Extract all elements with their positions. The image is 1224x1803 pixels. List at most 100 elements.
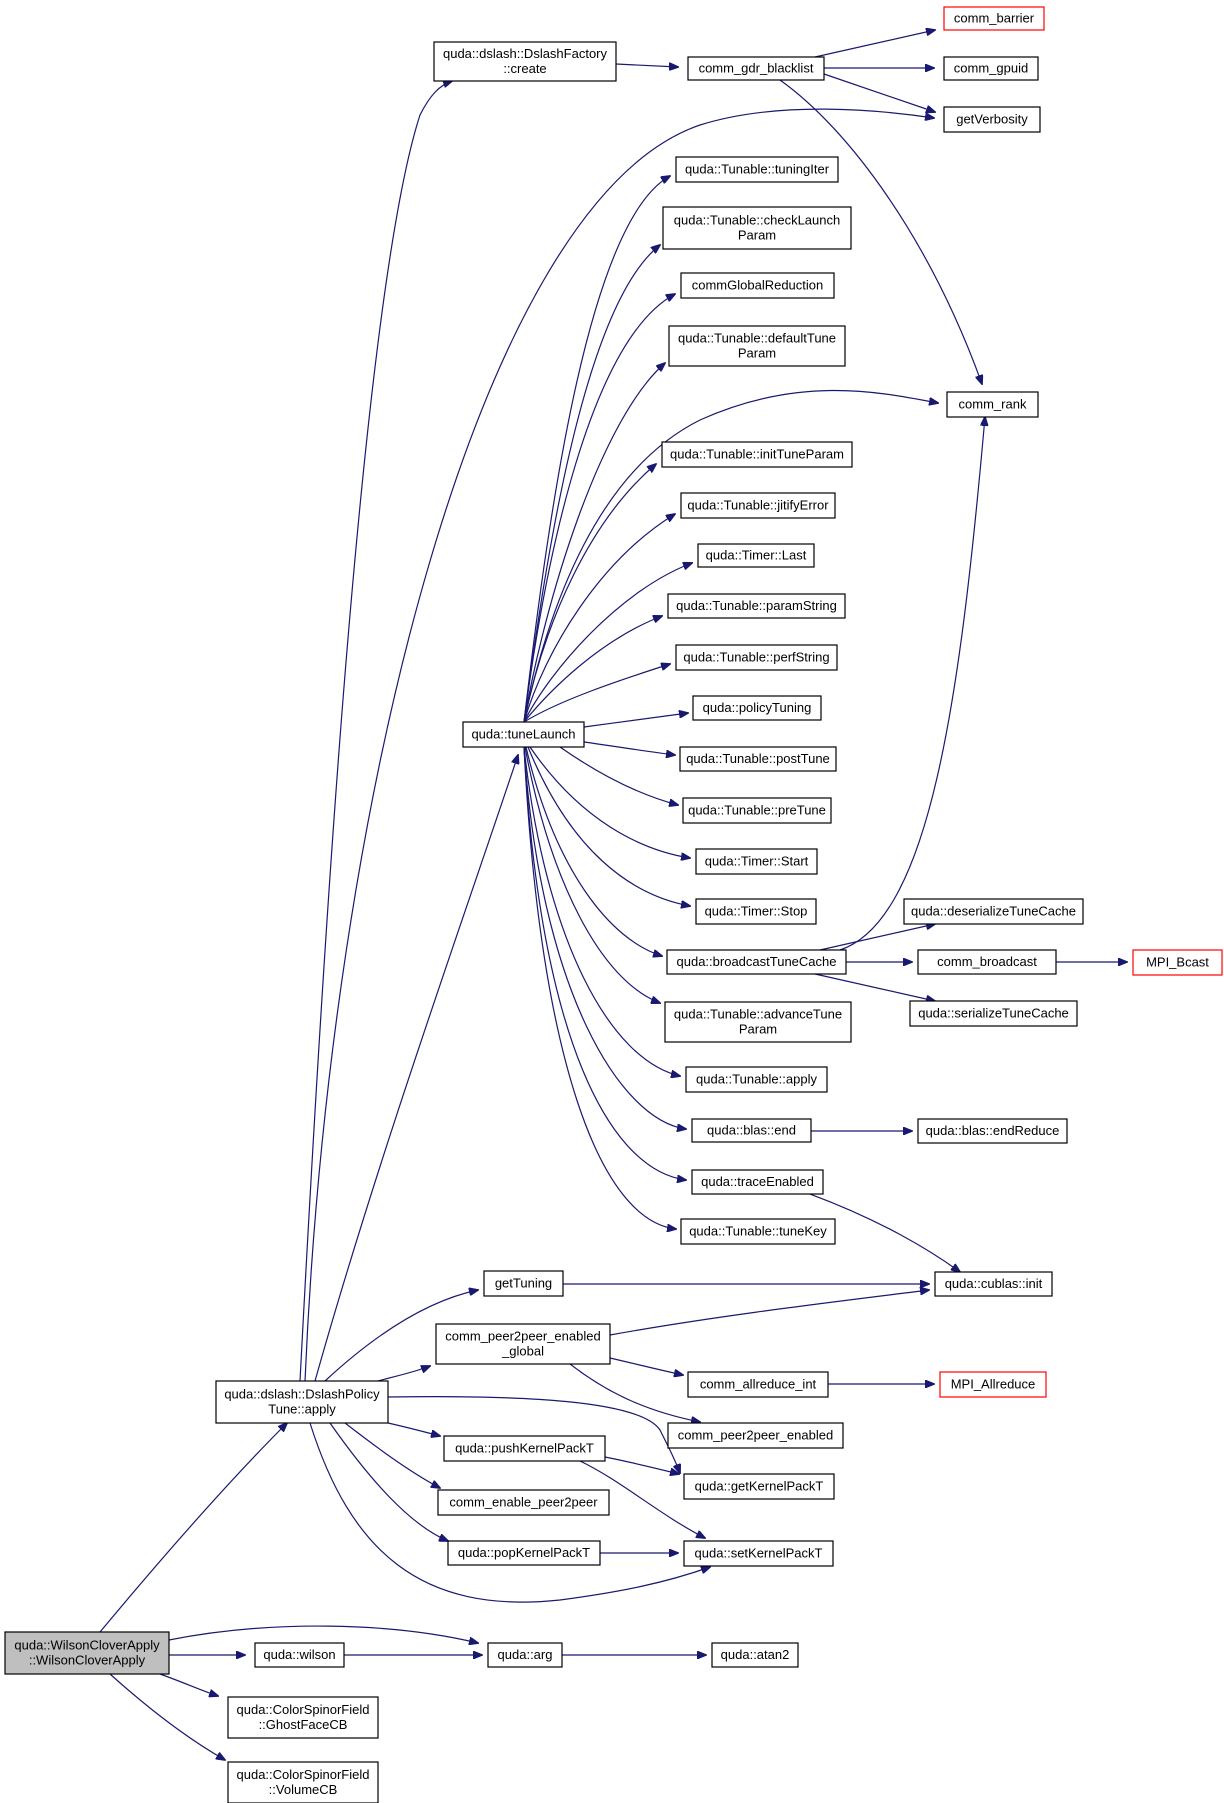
- node-p2p_enabled[interactable]: comm_peer2peer_enabled: [667, 1422, 844, 1449]
- node-label: comm_broadcast: [937, 954, 1037, 969]
- edge-broadcastTuneCache-to-deserializeTuneCache: [819, 924, 935, 951]
- node-label: quda::Tunable::defaultTune: [678, 331, 836, 346]
- node-getTuning[interactable]: getTuning: [483, 1270, 564, 1297]
- node-postTune[interactable]: quda::Tunable::postTune: [679, 746, 837, 772]
- edge-pushKernelPackT-to-setKernelPackT: [579, 1460, 705, 1538]
- node-preTune[interactable]: quda::Tunable::preTune: [682, 797, 832, 824]
- edge-policy_apply-to-comm_enable_p2p: [344, 1422, 440, 1488]
- node-dslash_create[interactable]: quda::dslash::DslashFactory::create: [433, 41, 617, 82]
- edge-tuneLaunch-to-perfString: [523, 664, 670, 723]
- node-MPI_Bcast[interactable]: MPI_Bcast: [1132, 949, 1223, 976]
- node-label: quda::ColorSpinorField: [237, 1702, 370, 1717]
- node-broadcastTuneCache[interactable]: quda::broadcastTuneCache: [666, 949, 847, 975]
- node-setKernelPackT[interactable]: quda::setKernelPackT: [683, 1540, 834, 1567]
- node-comm_broadcast[interactable]: comm_broadcast: [917, 949, 1057, 975]
- node-traceEnabled[interactable]: quda::traceEnabled: [691, 1169, 824, 1195]
- node-perfString[interactable]: quda::Tunable::perfString: [675, 644, 838, 671]
- node-box: [447, 1540, 601, 1566]
- node-label: quda::Timer::Stop: [705, 904, 808, 919]
- node-label: quda::Tunable::preTune: [688, 803, 826, 818]
- edge-policy_apply-to-pushKernelPackT: [387, 1422, 440, 1436]
- node-commGlobalReduction[interactable]: commGlobalReduction: [680, 272, 835, 299]
- node-quda_wilson[interactable]: quda::wilson: [254, 1642, 345, 1668]
- node-endReduce[interactable]: quda::blas::endReduce: [917, 1118, 1068, 1144]
- node-label: quda::serializeTuneCache: [918, 1006, 1069, 1021]
- edge-root-to-volumeCB: [109, 1673, 225, 1760]
- node-comm_gpuid[interactable]: comm_gpuid: [943, 56, 1039, 81]
- node-label: quda::wilson: [263, 1647, 335, 1662]
- node-jitifyError[interactable]: quda::Tunable::jitifyError: [680, 492, 836, 519]
- node-box: [687, 56, 825, 81]
- edge-p2p_global-to-p2p_enabled: [569, 1363, 700, 1422]
- edge-broadcastTuneCache-to-comm_rank: [839, 417, 985, 951]
- node-box: [680, 1218, 836, 1245]
- edge-policy_apply-to-getVerbosity: [304, 108, 934, 1382]
- edge-root-to-policy_apply: [99, 1423, 287, 1633]
- node-tuneKey[interactable]: quda::Tunable::tuneKey: [680, 1218, 836, 1245]
- node-tuneLaunch[interactable]: quda::tuneLaunch: [462, 721, 585, 748]
- node-pushKernelPackT[interactable]: quda::pushKernelPackT: [443, 1435, 606, 1462]
- node-popKernelPackT[interactable]: quda::popKernelPackT: [447, 1540, 601, 1566]
- node-box: [682, 797, 832, 824]
- node-tunable_apply[interactable]: quda::Tunable::apply: [685, 1066, 828, 1093]
- node-policyTuning[interactable]: quda::policyTuning: [692, 695, 822, 721]
- node-serializeTuneCache[interactable]: quda::serializeTuneCache: [909, 1000, 1078, 1027]
- node-p2p_global[interactable]: comm_peer2peer_enabled_global: [435, 1323, 611, 1365]
- node-box: [4, 1631, 170, 1675]
- node-label: quda::ColorSpinorField: [237, 1767, 370, 1782]
- node-box: [680, 272, 835, 299]
- node-timer_stop[interactable]: quda::Timer::Stop: [695, 898, 817, 925]
- node-paramString[interactable]: quda::Tunable::paramString: [667, 593, 846, 619]
- node-comm_allreduce_int[interactable]: comm_allreduce_int: [687, 1371, 829, 1398]
- nodes-layer: quda::WilsonCloverApply::WilsonCloverApp…: [4, 6, 1223, 1803]
- node-comm_barrier[interactable]: comm_barrier: [943, 6, 1045, 31]
- node-label: quda::popKernelPackT: [458, 1545, 590, 1560]
- node-label: comm_allreduce_int: [700, 1377, 817, 1392]
- node-box: [664, 1001, 852, 1043]
- node-box: [711, 1642, 799, 1668]
- node-cublas_init[interactable]: quda::cublas::init: [934, 1271, 1053, 1297]
- node-timer_start[interactable]: quda::Timer::Start: [695, 848, 818, 875]
- node-volumeCB[interactable]: quda::ColorSpinorField::VolumeCB: [227, 1761, 379, 1803]
- node-label: Param: [739, 1022, 777, 1037]
- edge-policy_apply-to-dslash_create: [299, 81, 452, 1382]
- node-deserializeTuneCache[interactable]: quda::deserializeTuneCache: [903, 898, 1084, 925]
- node-comm_gdr_blacklist[interactable]: comm_gdr_blacklist: [687, 56, 825, 81]
- node-getKernelPackT[interactable]: quda::getKernelPackT: [683, 1473, 835, 1500]
- node-MPI_Allreduce[interactable]: MPI_Allreduce: [939, 1371, 1047, 1398]
- node-box: [667, 1422, 844, 1449]
- edge-pushKernelPackT-to-getKernelPackT: [604, 1456, 679, 1474]
- edge-tuneLaunch-to-preTune: [559, 746, 678, 805]
- node-getVerbosity[interactable]: getVerbosity: [943, 106, 1041, 133]
- edge-policy_apply-to-popKernelPackT: [329, 1422, 448, 1541]
- edge-tuneLaunch-to-tuningIter: [523, 176, 670, 723]
- edge-policy_apply-to-getTuning: [324, 1290, 478, 1382]
- node-box: [254, 1642, 345, 1668]
- edge-tuneLaunch-to-tunable_apply: [523, 746, 680, 1076]
- node-quda_arg[interactable]: quda::arg: [487, 1642, 563, 1668]
- node-box: [435, 1323, 611, 1365]
- node-label: ::WilsonCloverApply: [29, 1653, 146, 1668]
- node-box: [215, 1380, 389, 1424]
- edge-tuneLaunch-to-checkLaunchParam: [523, 245, 660, 723]
- node-quda_atan2[interactable]: quda::atan2: [711, 1642, 799, 1668]
- node-box: [691, 1169, 824, 1195]
- node-blas_end[interactable]: quda::blas::end: [691, 1118, 812, 1143]
- node-comm_enable_p2p[interactable]: comm_enable_peer2peer: [437, 1489, 610, 1516]
- node-initTuneParam[interactable]: quda::Tunable::initTuneParam: [661, 441, 853, 468]
- node-root[interactable]: quda::WilsonCloverApply::WilsonCloverApp…: [4, 1631, 170, 1675]
- node-box: [679, 746, 837, 772]
- node-comm_rank[interactable]: comm_rank: [946, 391, 1039, 418]
- node-box: [685, 1066, 828, 1093]
- node-tuningIter[interactable]: quda::Tunable::tuningIter: [675, 156, 839, 183]
- node-ghostFaceCB[interactable]: quda::ColorSpinorField::GhostFaceCB: [227, 1696, 379, 1739]
- node-label: quda::pushKernelPackT: [455, 1441, 594, 1456]
- node-box: [917, 1118, 1068, 1144]
- node-timer_last[interactable]: quda::Timer::Last: [697, 543, 815, 568]
- node-label: MPI_Allreduce: [951, 1377, 1036, 1392]
- node-label: _global: [501, 1344, 544, 1359]
